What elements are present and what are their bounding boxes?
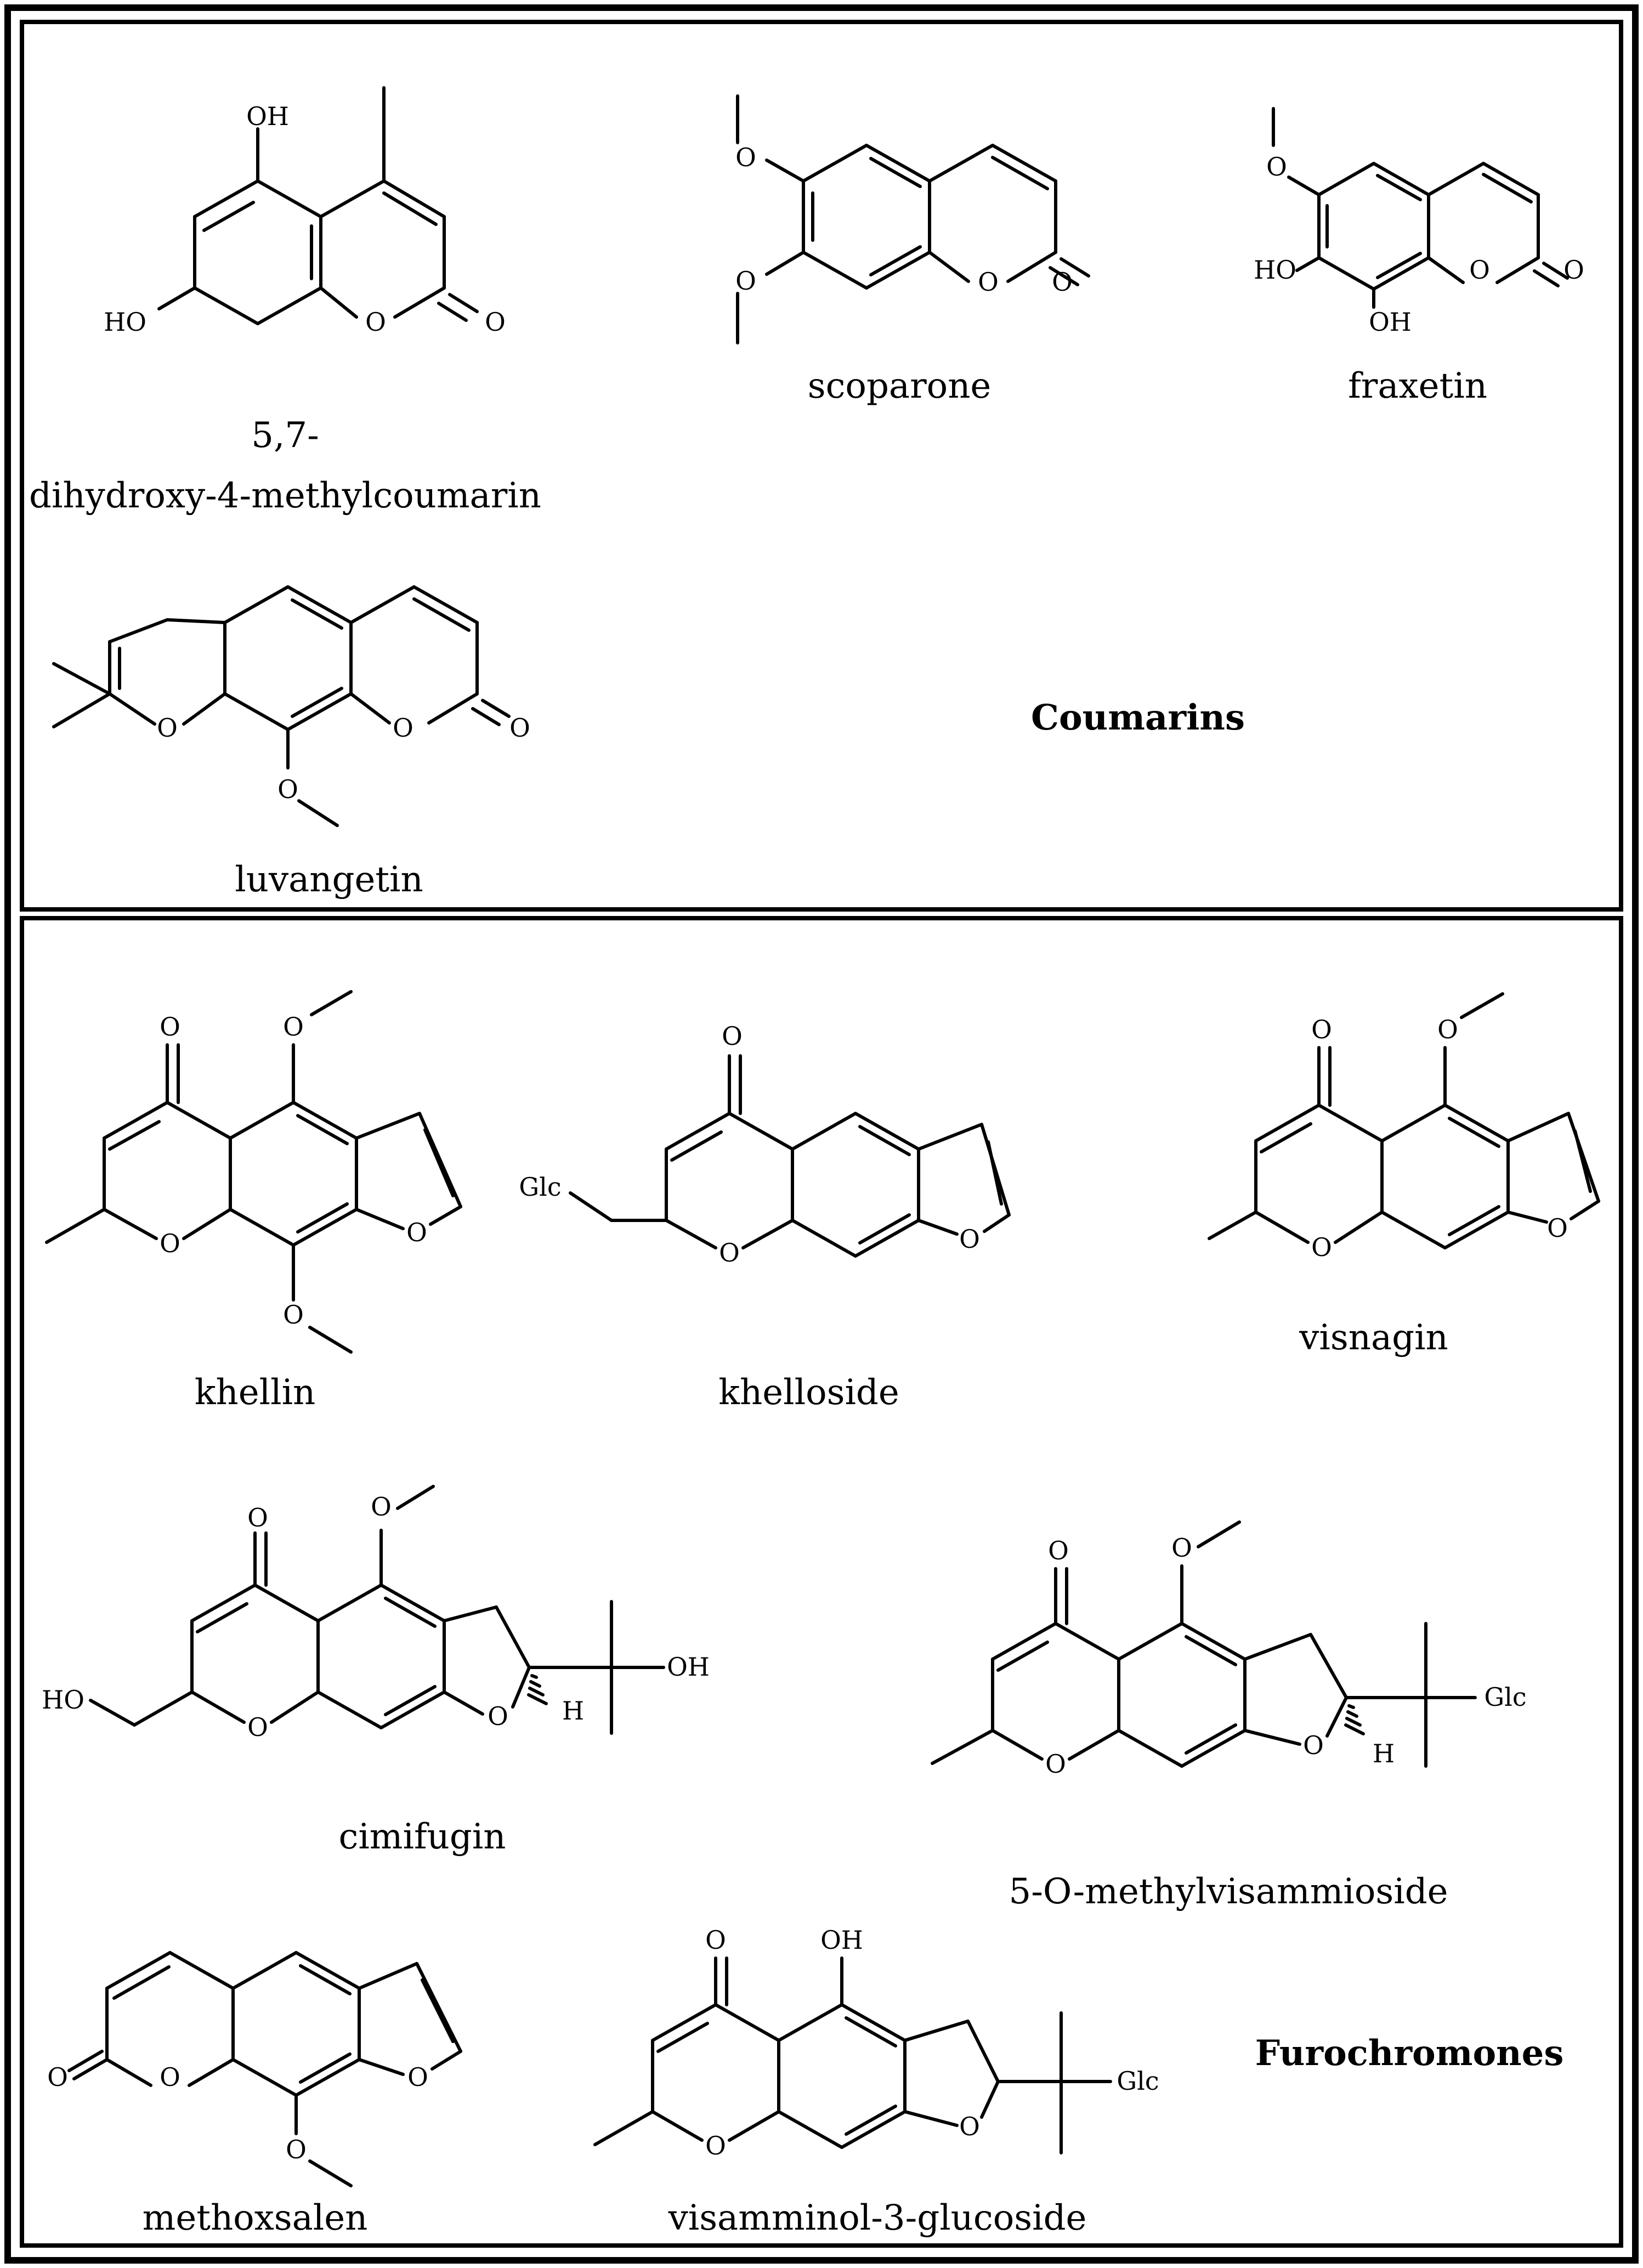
compound-name-cimifugin: cimifugin [338, 1817, 506, 1857]
atom-label: O [959, 2112, 980, 2141]
atom-label: O [722, 1021, 743, 1051]
atom-label: O [247, 1503, 268, 1532]
atom-label: O [1563, 255, 1584, 285]
atom-label: O [286, 2135, 307, 2164]
outer-frame [4, 4, 1639, 2264]
atom-label: O [160, 1229, 180, 1258]
structure-5-7-dihydroxy-4-methylcoumarin: OH HO O O 5,7- dihydroxy-4-methylcoumari… [29, 86, 541, 516]
atom-label: O [247, 1712, 268, 1742]
compound-name-khelloside: khelloside [718, 1372, 899, 1413]
compound-name-5-7-dihydroxy-4-methylcoumarin: 5,7- [251, 415, 319, 456]
atom-label: HO [104, 307, 146, 337]
structure-visnagin: O O O O visnagin [1208, 992, 1600, 1358]
structure-cimifugin: O O HO O O OH H cimifugin [42, 1485, 710, 1857]
atom-label: O [1048, 1536, 1069, 1565]
atom-label: O [1311, 1015, 1332, 1044]
atom-label: O [47, 2062, 68, 2092]
compound-name-khellin: khellin [195, 1372, 316, 1413]
atom-label: O [735, 266, 756, 296]
atom-label: Glc [1484, 1682, 1526, 1712]
atom-label: O [735, 143, 756, 172]
atom-label: O [719, 1238, 740, 1268]
structure-khellin: O O O O O khellin [45, 990, 462, 1413]
atom-label: O [1303, 1730, 1324, 1760]
atom-label: O [509, 713, 530, 743]
atom-label: O [406, 1218, 427, 1247]
atom-label: O [1547, 1213, 1568, 1243]
atom-label: O [365, 307, 386, 337]
atom-label: O [1052, 267, 1073, 297]
coumarins-panel [20, 20, 1623, 912]
compound-name-fraxetin: fraxetin [1348, 366, 1487, 406]
structure-methoxsalen: O O O O methoxsalen [47, 1951, 462, 2238]
atom-label: OH [820, 1925, 863, 1955]
atom-label: O [277, 774, 298, 804]
atom-label: O [488, 1701, 508, 1731]
section-label-furochromones: Furochromones [1255, 2033, 1564, 2074]
furochromones-panel [20, 916, 1623, 2248]
structure-fraxetin: O HO OH O O fraxetin [1254, 107, 1584, 406]
atom-label: O [1437, 1015, 1458, 1044]
atom-label: O [1311, 1232, 1332, 1262]
atom-label: OH [1369, 307, 1412, 337]
structure-khelloside: O Glc O O khelloside [519, 1021, 1011, 1413]
section-label-coumarins: Coumarins [1031, 697, 1245, 738]
compound-name-5-7-dihydroxy-4-methylcoumarin-line2: dihydroxy-4-methylcoumarin [29, 476, 541, 516]
compound-name-luvangetin: luvangetin [235, 859, 423, 900]
atom-label: O [371, 1492, 392, 1522]
atom-label: O [407, 2062, 428, 2092]
atom-label: O [157, 713, 178, 743]
atom-label: HO [1254, 255, 1296, 285]
atom-label: O [705, 2131, 726, 2160]
structure-luvangetin: O O O O luvangetin [52, 585, 530, 900]
atom-label: OH [246, 101, 289, 131]
atom-label: HO [42, 1685, 84, 1715]
atom-label: O [705, 1925, 726, 1955]
atom-label: O [160, 2062, 180, 2092]
atom-label: Glc [519, 1172, 561, 1202]
atom-label: O [393, 713, 413, 743]
atom-label: O [959, 1224, 980, 1254]
atom-label: H [1373, 1739, 1395, 1768]
atom-label: O [1469, 255, 1490, 285]
atom-label: O [283, 1012, 304, 1042]
atom-label: OH [667, 1652, 710, 1682]
atom-label: O [160, 1012, 180, 1042]
compound-name-visnagin: visnagin [1299, 1317, 1448, 1358]
atom-label: O [1045, 1749, 1066, 1779]
atom-label: O [283, 1300, 304, 1330]
structure-visamminol-3-glucoside: O OH O O Glc visamminol-3-glucoside [593, 1925, 1159, 2238]
atom-label: O [485, 307, 506, 337]
atom-label: O [978, 267, 999, 297]
atom-label: H [562, 1696, 584, 1726]
compound-name-5-o-methylvisammioside: 5-O-methylvisammioside [1009, 1871, 1448, 1912]
compound-name-scoparone: scoparone [808, 366, 992, 406]
compound-name-visamminol-3-glucoside: visamminol-3-glucoside [668, 2198, 1087, 2238]
structure-scoparone: O O O O scoparone [735, 94, 1090, 406]
atom-label: O [1171, 1533, 1192, 1563]
atom-label: O [1266, 152, 1287, 182]
compound-name-methoxsalen: methoxsalen [143, 2198, 368, 2238]
atom-label: Glc [1117, 2066, 1159, 2096]
structure-5-o-methylvisammioside: O O O O Glc H 5-O-methylvisammioside [931, 1520, 1527, 1912]
